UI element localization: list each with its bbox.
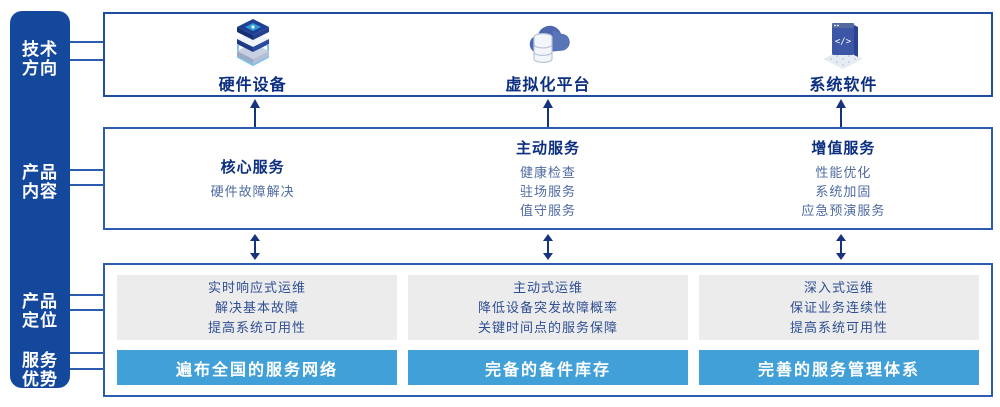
tech-cell-software: </> 系统软件	[696, 14, 991, 95]
service-column-value-added: 增值服务 性能优化 系统加固 应急预演服务	[696, 129, 991, 228]
service-item: 应急预演服务	[801, 203, 886, 218]
service-item: 系统加固	[815, 184, 872, 199]
arrow-up-icon	[250, 99, 260, 127]
tech-cell-virtualization: 虚拟化平台	[400, 14, 695, 95]
sidebar-label-service-advantage: 服务 优势	[10, 351, 70, 389]
service-item: 健康检查	[519, 165, 576, 180]
sidebar-label-tech-direction: 技术 方向	[10, 40, 70, 78]
sidebar-label-line: 产品	[22, 163, 58, 182]
service-heading: 主动服务	[515, 140, 580, 157]
service-column-proactive: 主动服务 健康检查 驻场服务 值守服务	[400, 129, 695, 228]
sidebar-label-line: 定位	[22, 311, 58, 330]
sidebar-label-product-positioning: 产品 定位	[10, 292, 70, 330]
tech-label-hardware: 硬件设备	[218, 76, 287, 94]
connector-line	[70, 294, 103, 296]
service-heading: 核心服务	[220, 159, 285, 176]
sidebar-label-line: 内容	[22, 182, 58, 201]
connector-line	[70, 309, 103, 311]
positioning-line: 降低设备突发故障概率	[477, 299, 618, 315]
positioning-column-realtime: 实时响应式运维 解决基本故障 提高系统可用性 遍布全国的服务网络	[117, 275, 397, 385]
connector-line	[70, 368, 103, 370]
sidebar-label-line: 服务	[22, 351, 58, 370]
positioning-line: 实时响应式运维	[207, 279, 306, 295]
sidebar-label-product-content: 产品 内容	[10, 163, 70, 201]
arrow-up-icon	[836, 99, 846, 127]
connector-line	[70, 59, 103, 61]
positioning-panel: 深入式运维 保证业务连续性 提高系统可用性	[699, 275, 979, 340]
positioning-line: 深入式运维	[803, 279, 874, 295]
arrow-up-down-icon	[250, 234, 260, 260]
positioning-line: 提高系统可用性	[789, 319, 888, 335]
positioning-line: 提高系统可用性	[207, 319, 306, 335]
connector-line	[70, 169, 103, 171]
server-stack-icon	[228, 17, 278, 69]
tech-label-software: 系统软件	[809, 76, 878, 94]
sidebar-label-line: 产品	[22, 292, 58, 311]
advantage-bar: 完备的备件库存	[408, 350, 688, 385]
sidebar-label-line: 技术	[22, 40, 58, 59]
positioning-line: 主动式运维	[512, 279, 583, 295]
tech-direction-box: 硬件设备 虚拟化平台	[103, 12, 993, 97]
advantage-bar: 完善的服务管理体系	[699, 350, 979, 385]
sidebar-label-line: 优势	[22, 370, 58, 389]
arrow-up-down-icon	[836, 234, 846, 260]
sidebar-label-line: 方向	[22, 59, 58, 78]
svg-text:</>: </>	[835, 37, 852, 47]
cloud-database-icon	[523, 17, 573, 69]
connector-line	[70, 352, 103, 354]
service-item: 驻场服务	[519, 184, 576, 199]
arrow-up-down-icon	[543, 234, 553, 260]
product-content-box: 核心服务 硬件故障解决 主动服务 健康检查 驻场服务 值守服务 增值服务 性能优…	[103, 127, 993, 230]
positioning-column-deep: 深入式运维 保证业务连续性 提高系统可用性 完善的服务管理体系	[699, 275, 979, 385]
positioning-advantage-box: 实时响应式运维 解决基本故障 提高系统可用性 遍布全国的服务网络 主动式运维 降…	[103, 263, 993, 397]
positioning-column-proactive: 主动式运维 降低设备突发故障概率 关键时间点的服务保障 完备的备件库存	[408, 275, 688, 385]
positioning-panel: 主动式运维 降低设备突发故障概率 关键时间点的服务保障	[408, 275, 688, 340]
service-item: 硬件故障解决	[210, 184, 295, 199]
service-heading: 增值服务	[811, 140, 876, 157]
row-labels-sidebar: 技术 方向 产品 内容 产品 定位 服务 优势	[10, 11, 70, 389]
connector-line	[70, 41, 103, 43]
service-item: 性能优化	[815, 165, 872, 180]
tech-label-virtualization: 虚拟化平台	[505, 76, 591, 94]
positioning-line: 保证业务连续性	[789, 299, 888, 315]
positioning-panel: 实时响应式运维 解决基本故障 提高系统可用性	[117, 275, 397, 340]
arrow-up-icon	[543, 99, 553, 127]
tech-cell-hardware: 硬件设备	[105, 14, 400, 95]
positioning-line: 关键时间点的服务保障	[477, 319, 618, 335]
positioning-line: 解决基本故障	[214, 299, 299, 315]
service-item: 值守服务	[519, 203, 576, 218]
service-column-core: 核心服务 硬件故障解决	[105, 129, 400, 228]
advantage-bar: 遍布全国的服务网络	[117, 350, 397, 385]
software-window-icon: </>	[818, 17, 868, 69]
connector-line	[70, 184, 103, 186]
